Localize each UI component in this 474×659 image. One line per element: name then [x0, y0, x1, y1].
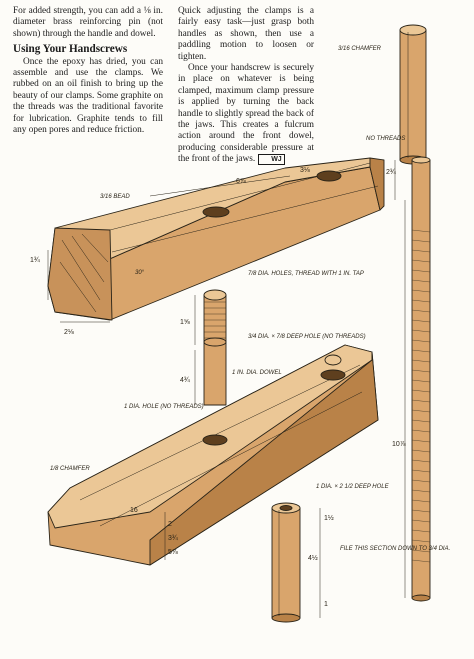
- short-handle: [271, 502, 301, 623]
- text-column-left: For added strength, you can add a ⅛ in. …: [13, 6, 163, 136]
- dim-jaw-16: 16: [130, 507, 138, 514]
- label-deep-hole-bottom: 1 DIA. × 2 1/2 DEEP HOLE: [316, 484, 390, 490]
- text-column-right: Quick adjusting the clamps is a fairly e…: [178, 6, 314, 166]
- dim-dowel-b: 4¾: [180, 377, 190, 384]
- bottom-jaw: [47, 344, 379, 566]
- label-file-note: FILE THIS SECTION DOWN TO 3/4 DIA.: [340, 546, 450, 552]
- label-chamfer-jaw: 1/8 CHAMFER: [50, 466, 90, 472]
- dim-top-width: 2⅛: [64, 329, 74, 336]
- label-dowel: 1 IN. DIA. DOWEL: [232, 370, 282, 376]
- paragraph-finish: Once the epoxy has dried, you can assemb…: [13, 56, 163, 136]
- paragraph-pressure-text: Once your handscrew is securely in place…: [178, 63, 314, 165]
- threaded-dowel: [203, 289, 227, 406]
- label-holes: 7/8 DIA. HOLES, THREAD WITH 1 IN. TAP: [248, 271, 364, 277]
- label-deep-hole-top: 3/4 DIA. × 7/8 DEEP HOLE (NO THREADS): [248, 334, 366, 340]
- dimension-lines: [47, 160, 406, 618]
- dim-rod-top: 2¾: [386, 169, 396, 176]
- dim-handle-b: 4½: [308, 554, 318, 562]
- dim-rod-length: 10⅞: [392, 441, 406, 448]
- section-heading: Using Your Handscrews: [13, 43, 128, 56]
- dim-top-height: 1¾: [30, 257, 40, 264]
- paragraph-pressure: Once your handscrew is securely in place…: [178, 63, 314, 166]
- paragraph-quick-adjust: Quick adjusting the clamps is a fairly e…: [178, 6, 314, 62]
- dim-handle-a: 1½: [324, 514, 334, 522]
- label-bead: 3/16 BEAD: [100, 194, 130, 200]
- dim-dowel-a: 1⅝: [180, 319, 190, 326]
- label-no-threads: NO THREADS: [366, 136, 405, 142]
- publisher-logo: WJ: [258, 154, 285, 166]
- dim-jaw-c: 5⅞: [168, 549, 178, 556]
- dim-jaw-a: 2: [168, 521, 172, 528]
- dim-handle-c: 1: [324, 601, 328, 608]
- threaded-rod: [411, 156, 431, 602]
- dim-top-length: 6⅞: [236, 178, 246, 185]
- tall-handle: [399, 24, 427, 165]
- top-jaw: [47, 157, 385, 321]
- dim-jaw-b: 3¾: [168, 535, 178, 542]
- paragraph-pin-note: For added strength, you can add a ⅛ in. …: [13, 6, 163, 39]
- dim-top-length-2: 3⅛: [300, 167, 310, 174]
- label-hole-bottom: 1 DIA. HOLE (NO THREADS): [124, 404, 204, 410]
- label-angle: 30°: [135, 270, 145, 276]
- label-chamfer-top: 3/16 CHAMFER: [338, 46, 382, 52]
